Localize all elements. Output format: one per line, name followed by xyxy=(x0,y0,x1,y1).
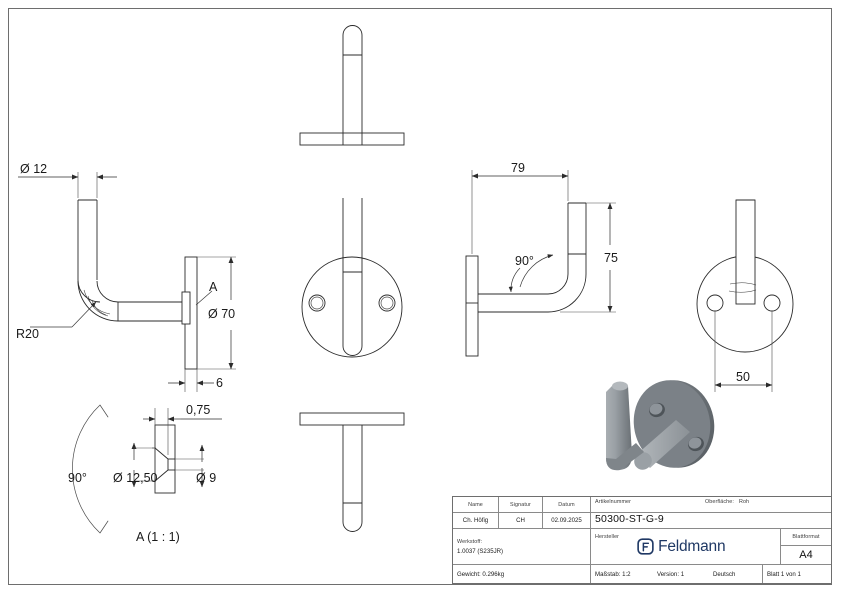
view-rear-plate: 50 xyxy=(696,199,794,392)
title-block-material-row: Werkstoff: 1.0037 (S235JR) Hersteller Fe… xyxy=(453,529,831,565)
header-surface-label: Oberfläche: xyxy=(705,499,734,505)
footer-scale: Maßstab: 1:2 xyxy=(595,570,631,578)
dim-bend-angle: 90° xyxy=(515,254,534,268)
sheet-border xyxy=(8,8,832,585)
view-side-profile: 79 75 90° xyxy=(465,161,618,357)
dim-bend-radius: R20 xyxy=(16,327,39,341)
header-manufacturer: Hersteller xyxy=(595,534,620,540)
view-detail-a: 90° Ø 12,50 Ø 9 0,75 A (1 : 1) xyxy=(68,403,222,544)
header-material: Werkstoff: xyxy=(457,538,483,545)
dim-plate-thickness: 6 xyxy=(216,376,223,390)
view-plate-face xyxy=(301,198,403,358)
view-bottom-elevation xyxy=(299,412,405,532)
header-sheet-format: Blattformat xyxy=(792,534,820,540)
title-block-value-row: Ch. Höfig CH 02.09.2025 50300-ST-G-9 xyxy=(453,513,831,529)
header-name: Name xyxy=(453,497,499,512)
title-block-footer-row: Gewicht: 0.296kg Maßstab: 1:2 Version: 1… xyxy=(453,565,831,583)
dim-rod-height: 75 xyxy=(604,251,618,265)
view-front-section: Ø 12 R20 Ø 70 A 6 xyxy=(16,162,236,392)
title-block: Name Signatur Datum Artikelnummer Oberfl… xyxy=(452,496,832,584)
header-article-number: Artikelnummer xyxy=(595,499,632,505)
dim-hole-spacing: 50 xyxy=(736,370,750,384)
header-surface: Oberfläche: Roh xyxy=(701,497,831,512)
value-article-number: 50300-ST-G-9 xyxy=(595,513,664,525)
dim-hole-diameter: Ø 9 xyxy=(196,471,216,485)
value-material: 1.0037 (S235JR) xyxy=(457,547,504,555)
detail-callout-a: A xyxy=(209,280,218,294)
value-sheet-format: A4 xyxy=(799,549,813,561)
footer-version: Version: 1 xyxy=(657,570,685,578)
material-cell: Werkstoff: 1.0037 (S235JR) xyxy=(453,529,591,564)
value-surface: Roh xyxy=(738,499,750,505)
feldmann-logo: Feldmann xyxy=(637,537,726,556)
view-top-elevation xyxy=(299,25,405,146)
dim-countersink-depth: 0,75 xyxy=(186,403,210,417)
dim-countersink-angle: 90° xyxy=(68,471,87,485)
footer-language: Deutsch xyxy=(709,565,763,583)
manufacturer-cell: Hersteller Feldmann xyxy=(591,529,781,564)
footer-weight: Gewicht: 0.296kg xyxy=(453,565,591,583)
header-date: Datum xyxy=(543,497,591,512)
title-block-header-row: Name Signatur Datum Artikelnummer Oberfl… xyxy=(453,497,831,513)
isometric-render xyxy=(606,380,715,471)
header-signature: Signatur xyxy=(499,497,543,512)
detail-a-label: A (1 : 1) xyxy=(136,530,180,544)
feldmann-wordmark: Feldmann xyxy=(658,537,726,555)
value-date: 02.09.2025 xyxy=(543,513,591,528)
dim-plate-diameter: Ø 70 xyxy=(208,307,235,321)
dim-countersink-diameter: Ø 12,50 xyxy=(113,471,158,485)
dim-projection-length: 79 xyxy=(511,161,525,175)
value-signature: CH xyxy=(499,513,543,528)
value-name: Ch. Höfig xyxy=(453,513,499,528)
sheet-format-cell: Blattformat A4 xyxy=(781,529,831,564)
feldmann-f-icon xyxy=(637,538,654,555)
footer-sheet: Blatt 1 von 1 xyxy=(767,570,801,578)
dim-rod-diameter: Ø 12 xyxy=(20,162,47,176)
